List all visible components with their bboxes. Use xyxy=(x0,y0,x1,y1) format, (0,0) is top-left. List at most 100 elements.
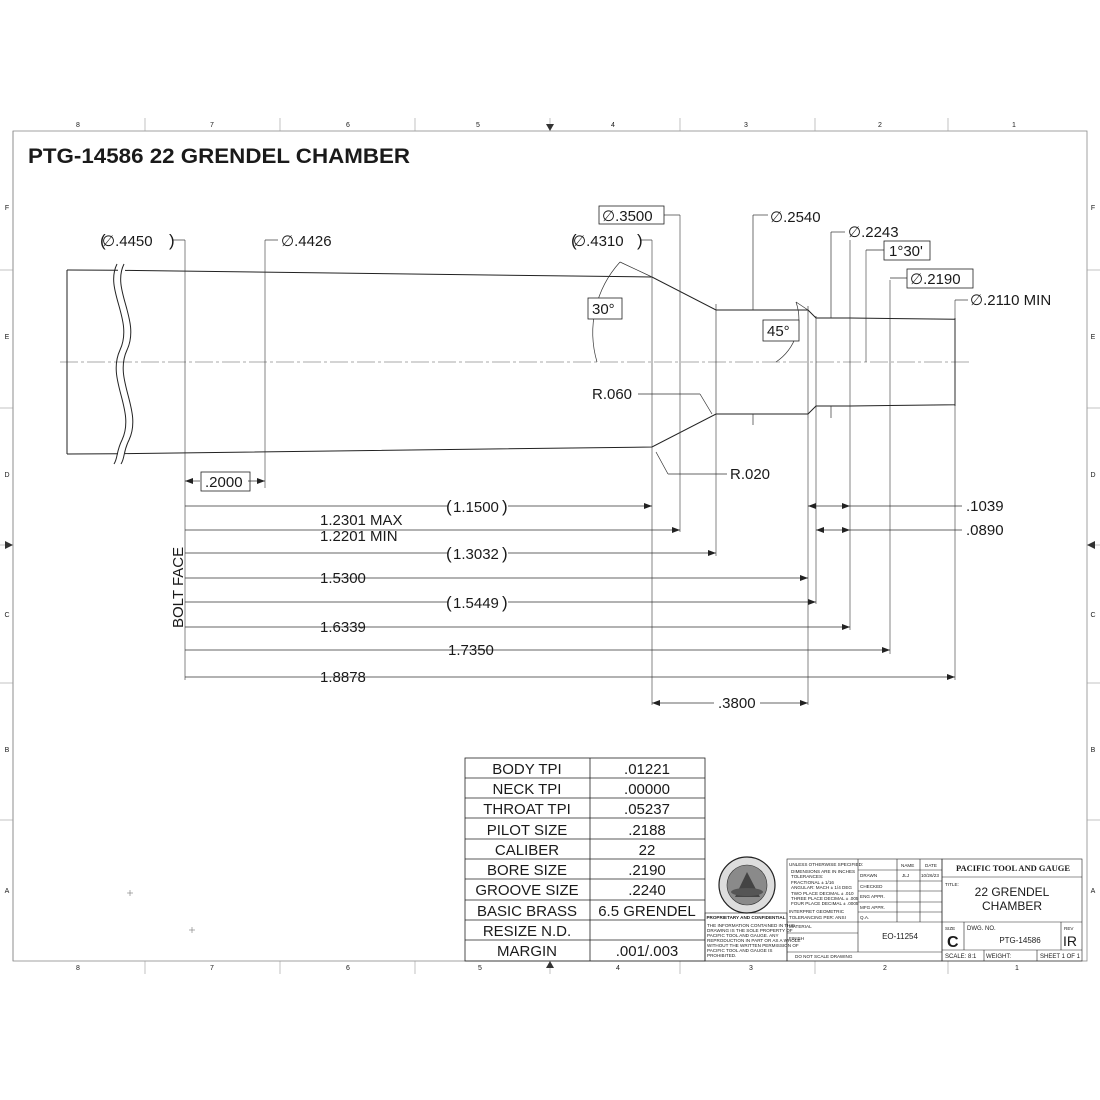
zone-row-right-b: B xyxy=(1091,747,1096,754)
drawing-title: PTG-14586 22 GRENDEL CHAMBER xyxy=(28,144,410,168)
tb-drawn-date: 10/26/23 xyxy=(921,873,939,878)
dimension-lines xyxy=(185,480,962,704)
paren-1-3032-close: ) xyxy=(502,544,508,563)
zone-row-left-b: B xyxy=(5,747,10,754)
dim-d-1-7350: 1.7350 xyxy=(448,642,494,659)
dim-dia-3500: ∅.3500 xyxy=(602,208,653,225)
paren-4310-close: ) xyxy=(637,231,643,250)
tb-tol-line-7: FOUR PLACE DECIMAL ± .0005 xyxy=(791,901,859,906)
spec-table: BODY TPI .01221 NECK TPI .00000 THROAT T… xyxy=(464,757,706,962)
zone-col-top-1: 1 xyxy=(1012,122,1016,129)
zone-col-bottom-6: 6 xyxy=(346,965,350,972)
dim-d-3800: .3800 xyxy=(718,695,756,712)
dim-dia-2243: ∅.2243 xyxy=(848,224,899,241)
zone-col-top-8: 8 xyxy=(76,122,80,129)
dim-dia-2540: ∅.2540 xyxy=(770,209,821,226)
zone-row-left-c: C xyxy=(4,612,9,619)
tb-tolerancing: TOLERANCING PER: ANSI xyxy=(789,915,846,920)
paren-4450: ( xyxy=(100,231,106,250)
dim-angle-1-30: 1°30' xyxy=(889,243,923,260)
box-angle-1-30 xyxy=(883,240,931,261)
extension-lines xyxy=(184,215,956,705)
company-logo xyxy=(718,856,776,914)
zone-row-left-f: F xyxy=(5,205,9,212)
tb-rev-label: REV xyxy=(1064,926,1074,931)
tb-tol-line-1: DIMENSIONS ARE IN INCHES xyxy=(791,869,855,874)
registration-marks xyxy=(127,890,195,933)
spec-label-caliber: CALIBER xyxy=(495,842,559,859)
zone-row-left-d: D xyxy=(4,472,9,479)
diameter-labels: ∅.4450 ( ) ∅.4426 ∅.4310 ( ) ∅.3500 ∅.25… xyxy=(100,205,1051,309)
dim-d-0890: .0890 xyxy=(966,522,1004,539)
zone-row-right-a: A xyxy=(1091,888,1096,895)
centering-arrows xyxy=(5,124,1095,968)
tb-size-value: C xyxy=(947,934,959,951)
tb-tol-line-4: ANGULAR: MACH ± 1/4 DEG xyxy=(791,885,852,890)
zone-col-top-3: 3 xyxy=(744,122,748,129)
tb-scale: SCALE: 8:1 xyxy=(945,954,977,960)
tb-eng-appr-label: ENG APPR. xyxy=(860,894,885,899)
box-d-2000 xyxy=(200,471,251,492)
tb-unless-specified: UNLESS OTHERWISE SPECIFIED: xyxy=(789,862,863,867)
zone-col-bottom-8: 8 xyxy=(76,965,80,972)
dim-dia-4450: ∅.4450 xyxy=(102,233,153,250)
tb-dwg-no-label: DWG. NO. xyxy=(967,926,996,932)
spec-label-groove-size: GROOVE SIZE xyxy=(475,882,578,899)
paren-1-3032: ( xyxy=(446,544,452,563)
spec-value-margin: .001/.003 xyxy=(616,943,679,960)
paren-4450-close: ) xyxy=(169,231,175,250)
radius-leaders xyxy=(638,393,727,475)
zone-row-right-f: F xyxy=(1091,205,1095,212)
tb-proprietary: PROPRIETARY AND CONFIDENTIAL xyxy=(706,915,785,920)
tb-drawn-name: JLJ xyxy=(902,873,909,878)
dim-d-1-2201: 1.2201 MIN xyxy=(320,528,398,545)
dim-angle-45: 45° xyxy=(767,323,790,340)
tb-size-label: SIZE xyxy=(945,926,955,931)
tb-tol-line-5: TWO PLACE DECIMAL ± .010 xyxy=(791,891,854,896)
dim-dia-4310: ∅.4310 xyxy=(573,233,624,250)
tb-name-header: NAME xyxy=(901,863,914,868)
spec-value-basic-brass: 6.5 GRENDEL xyxy=(598,903,696,920)
paren-1-1500-close: ) xyxy=(502,497,508,516)
dim-d-1-8878: 1.8878 xyxy=(320,669,366,686)
chamber-profile xyxy=(60,263,972,465)
tb-material: MATERIAL xyxy=(789,924,812,929)
spec-label-basic-brass: BASIC BRASS xyxy=(477,903,577,920)
spec-value-groove-size: .2240 xyxy=(628,882,666,899)
tb-drawn-label: DRAWN xyxy=(860,873,877,878)
zone-col-top-7: 7 xyxy=(210,122,214,129)
tb-sheet: SHEET 1 OF 1 xyxy=(1040,954,1081,960)
dim-dia-4426: ∅.4426 xyxy=(281,233,332,250)
dim-d-1039: .1039 xyxy=(966,498,1004,515)
tb-rev-value: IR xyxy=(1063,933,1077,949)
zone-col-bottom-3: 3 xyxy=(749,965,753,972)
tb-do-not-scale: DO NOT SCALE DRAWING xyxy=(795,954,853,959)
box-dia-2190 xyxy=(906,268,974,289)
dim-dia-2110: ∅.2110 MIN xyxy=(970,292,1051,309)
tb-prop-line-3: PACIFIC TOOL AND GAUGE. ANY xyxy=(707,933,779,938)
dim-d-1-5449: 1.5449 xyxy=(453,595,499,612)
tb-prop-line-4: REPRODUCTION IN PART OR AS A WHOLE xyxy=(707,938,800,943)
title-block: PROPRIETARY AND CONFIDENTIAL THE INFORMA… xyxy=(704,858,1083,962)
zone-col-top-4: 4 xyxy=(611,122,615,129)
zone-col-bottom-2: 2 xyxy=(883,965,887,972)
zone-row-left-e: E xyxy=(5,334,10,341)
spec-label-throat-tpi: THROAT TPI xyxy=(483,801,571,818)
box-dia-3500 xyxy=(598,205,665,225)
zone-col-bottom-5: 5 xyxy=(478,965,482,972)
spec-value-neck-tpi: .00000 xyxy=(624,781,670,798)
tb-mfg-appr-label: MFG APPR. xyxy=(860,905,885,910)
spec-value-throat-tpi: .05237 xyxy=(624,801,670,818)
dim-d-2000: .2000 xyxy=(205,474,243,491)
tb-qa-label: Q.A. xyxy=(860,915,869,920)
tb-prop-line-1: THE INFORMATION CONTAINED IN THIS xyxy=(707,923,795,928)
dim-r-020: R.020 xyxy=(730,466,770,483)
spec-label-neck-tpi: NECK TPI xyxy=(493,781,562,798)
tb-title-line-2: CHAMBER xyxy=(982,899,1042,913)
dimension-arrowheads xyxy=(185,478,955,706)
dim-d-1-3032: 1.3032 xyxy=(453,546,499,563)
tb-date-header: DATE xyxy=(925,863,937,868)
box-angle-45 xyxy=(762,319,800,342)
paren-1-1500: ( xyxy=(446,497,452,516)
